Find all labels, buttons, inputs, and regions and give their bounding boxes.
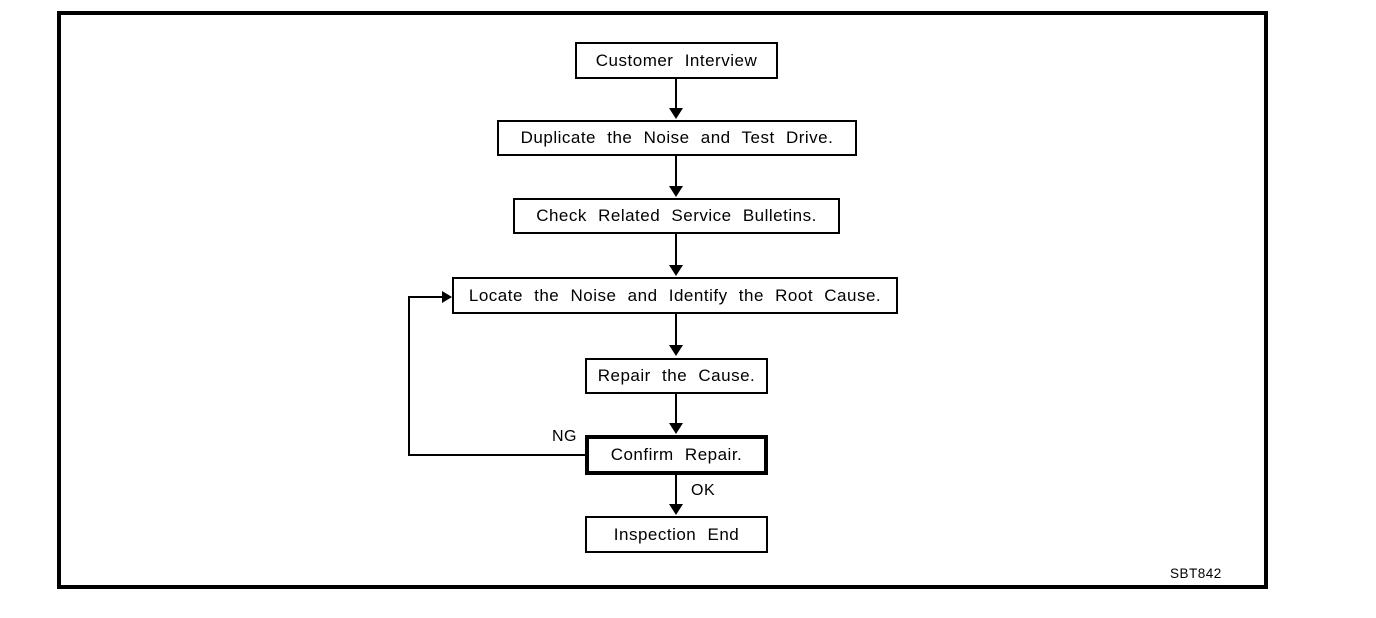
ng-loop-top-line: [408, 296, 442, 298]
flow-node-confirm-repair: Confirm Repair.: [585, 435, 768, 475]
flow-node-customer-interview: Customer Interview: [575, 42, 778, 79]
arrow-head-down-icon: [669, 186, 683, 197]
flow-node-check-service-bulletins: Check Related Service Bulletins.: [513, 198, 840, 234]
ng-edge-label: NG: [552, 428, 577, 445]
arrow-line-1: [675, 79, 677, 109]
ok-edge-label: OK: [691, 482, 716, 499]
flow-node-locate-noise-root-cause: Locate the Noise and Identify the Root C…: [452, 277, 898, 314]
arrow-head-down-icon: [669, 108, 683, 119]
arrow-line-4: [675, 314, 677, 346]
flow-node-inspection-end: Inspection End: [585, 516, 768, 553]
arrow-head-down-icon: [669, 345, 683, 356]
ng-loop-vertical-line: [408, 296, 410, 456]
figure-code-label: SBT842: [1170, 566, 1222, 581]
arrow-head-right-icon: [442, 291, 452, 303]
arrow-head-down-icon: [669, 423, 683, 434]
arrow-head-down-icon: [669, 504, 683, 515]
flow-node-duplicate-noise-test-drive: Duplicate the Noise and Test Drive.: [497, 120, 857, 156]
arrow-line-3: [675, 234, 677, 266]
flow-node-repair-cause: Repair the Cause.: [585, 358, 768, 394]
arrow-head-down-icon: [669, 265, 683, 276]
ng-loop-bottom-line: [408, 454, 585, 456]
arrow-line-5: [675, 394, 677, 424]
arrow-line-6: [675, 475, 677, 505]
arrow-line-2: [675, 156, 677, 187]
